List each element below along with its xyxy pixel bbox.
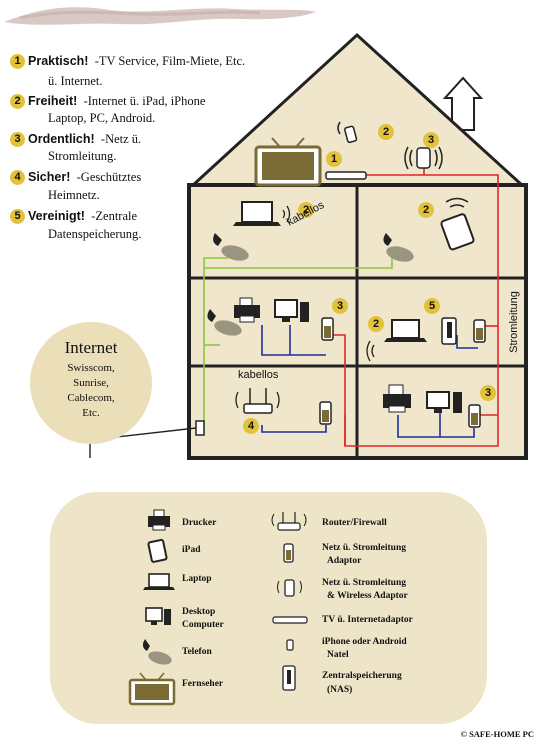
feature-number: 5 (10, 209, 25, 224)
wall-socket-icon (195, 420, 205, 436)
telephone-icon (207, 309, 242, 336)
tv-icon (128, 672, 176, 706)
internet-title: Internet (64, 338, 118, 357)
legend-label-wlan: Netz ü. Stromleitung (322, 578, 406, 588)
badge-laptop-middle: 2 (368, 316, 384, 332)
feature-cont: Stromleitung. (48, 149, 117, 163)
badge-router: 4 (243, 418, 259, 434)
feature-cont: Heimnetz. (48, 188, 100, 202)
feature-title: Vereinigt! (28, 209, 85, 223)
printer-icon (383, 384, 411, 413)
feature-desc: -TV Service, Film-Miete, Etc. (94, 54, 246, 68)
feature-number: 4 (10, 170, 25, 185)
feature-number: 1 (10, 54, 25, 69)
feature-desc: -Zentrale (91, 209, 138, 223)
feature-number: 2 (10, 94, 25, 109)
house-diagram (89, 32, 528, 460)
badge-wireless-adaptor: 3 (423, 132, 439, 148)
internet-provider: Cablecom, (67, 392, 115, 404)
legend-label-netz: Netz ü. Stromleitung (322, 543, 406, 553)
stromleitung-label: Stromleitung (508, 291, 520, 353)
powerline-adaptor-icon (321, 317, 334, 341)
badge-ipad: 2 (418, 202, 434, 218)
legend-label-ipad: iPad (182, 545, 201, 555)
feature-desc: -Geschütztes (76, 170, 142, 184)
smartphone-icon (286, 639, 294, 651)
desktop-computer-icon (145, 607, 171, 625)
feature-cont: Datenspeicherung. (48, 227, 142, 241)
printer-icon (148, 509, 170, 531)
feature-title: Ordentlich! (28, 132, 95, 146)
badge-laptop: 2 (298, 202, 314, 218)
feature-title: Praktisch! (28, 54, 89, 68)
feature-title: Freiheit! (28, 94, 78, 108)
powerline-adaptor-icon (468, 404, 481, 428)
badge-nas: 5 (424, 298, 440, 314)
internet-provider: Sunrise, (73, 377, 109, 389)
smartphone-icon (337, 121, 358, 144)
router-icon (271, 512, 307, 531)
feature-cont: Laptop, PC, Android. (48, 111, 156, 125)
feature-desc: -Netz ü. (100, 132, 142, 146)
telephone-icon (213, 233, 249, 261)
legend-label-netz-cont: Adaptor (327, 556, 362, 566)
feature-cont: ü. Internet. (48, 74, 103, 88)
legend-label-desktop-cont: Computer (182, 620, 224, 630)
legend-label-fernseher: Fernseher (182, 679, 224, 689)
tv-adaptor-icon (272, 616, 308, 624)
legend-label-telefon: Telefon (182, 647, 212, 657)
legend-panel (50, 492, 487, 724)
badge-phone: 2 (378, 124, 394, 140)
powerline-adaptor-icon (473, 319, 486, 343)
legend-label-phone-cont: Natel (327, 650, 349, 660)
legend-label-laptop: Laptop (182, 574, 212, 584)
ipad-icon (440, 213, 475, 251)
badge-tv: 1 (326, 151, 342, 167)
laptop-icon (143, 573, 175, 590)
desktop-computer-icon (426, 391, 462, 413)
badge-adaptor-middle: 3 (332, 298, 348, 314)
feature-title: Sicher! (28, 170, 71, 184)
laptop-icon (384, 319, 427, 342)
kabellos-label-lower: kabellos (238, 369, 279, 381)
legend-label-tv-adaptor: TV ü. Internetadaptor (322, 615, 413, 625)
wireless-adaptor-icon (404, 146, 443, 170)
legend-label-wlan-cont: & Wireless Adaptor (327, 591, 408, 601)
telephone-icon (142, 639, 172, 665)
feature-desc: -Internet ü. iPad, iPhone (83, 94, 206, 108)
legend-label-nas-cont: (NAS) (327, 685, 353, 695)
brush-stroke-decoration (4, 7, 316, 25)
legend-label-phone: iPhone oder Android (322, 637, 407, 647)
internet-provider: Swisscom, (67, 362, 115, 374)
ipad-icon (147, 538, 168, 563)
tv-icon (254, 137, 322, 187)
badge-adaptor-lower: 3 (480, 385, 496, 401)
legend-label-desktop: Desktop (182, 607, 216, 617)
chimney-arrow-icon (442, 76, 484, 131)
nas-storage-icon (282, 665, 296, 691)
nas-storage-icon (441, 317, 457, 345)
laptop-icon (233, 201, 281, 226)
powerline-adaptor-icon (283, 543, 294, 563)
printer-icon (234, 297, 260, 323)
copyright: © SAFE-HOME PC (460, 729, 534, 739)
powerline-adaptor-icon (319, 401, 332, 425)
router-icon (235, 388, 280, 414)
legend-label-nas: Zentralspeicherung (322, 671, 402, 681)
desktop-computer-icon (274, 299, 309, 322)
legend-label-printer: Drucker (182, 518, 217, 528)
telephone-icon (383, 233, 414, 262)
legend-label-router: Router/Firewall (322, 518, 387, 528)
internet-circle (30, 322, 152, 444)
internet-provider: Etc. (82, 407, 100, 419)
tv-adaptor-icon (325, 171, 367, 180)
wireless-adaptor-icon (277, 579, 302, 597)
feature-number: 3 (10, 132, 25, 147)
